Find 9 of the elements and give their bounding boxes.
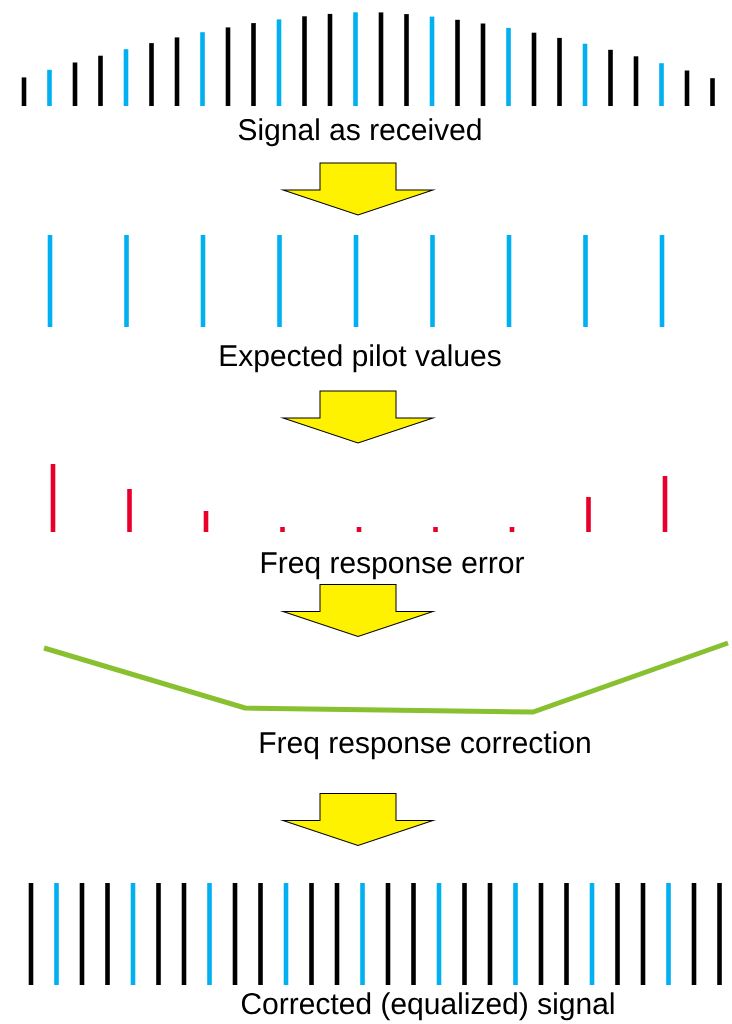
stage-label: Signal as received [238,118,481,147]
stage-label: Freq response error [261,552,524,580]
stage-label: Corrected (equalized) signal [241,992,614,1021]
block-arrow [282,162,434,216]
block-arrow [282,584,434,637]
stage-label: Freq response correction [260,731,590,760]
block-arrow [282,793,434,846]
block-arrow [282,390,434,444]
stage-label: Expected pilot values [220,344,501,373]
